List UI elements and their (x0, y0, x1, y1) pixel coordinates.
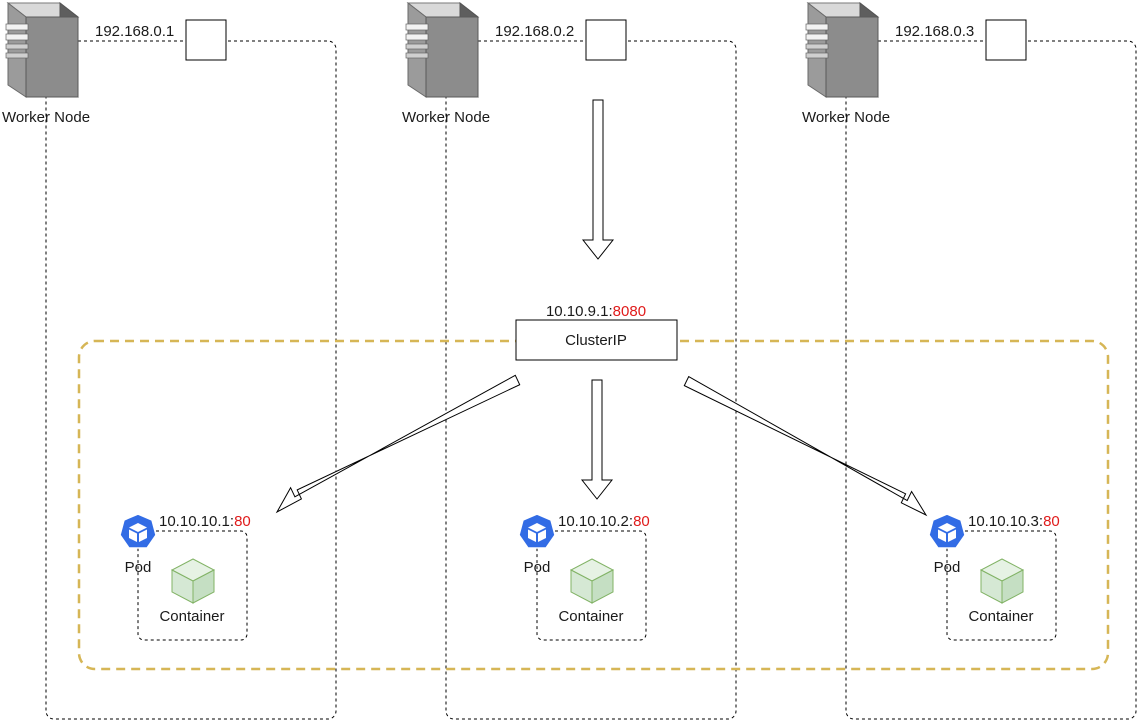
cluster-ip-label: ClusterIP (565, 332, 627, 349)
worker-node-1[interactable]: 192.168.0.1 Worker Node (2, 2, 227, 126)
node-ip: 192.168.0.1 (95, 23, 174, 40)
pod-boundary (137, 530, 248, 641)
worker-node-2[interactable]: 192.168.0.2 Worker Node (402, 2, 627, 126)
pod-1[interactable]: 10.10.10.1:80 Pod Container (119, 513, 251, 641)
server-icon (5, 2, 79, 98)
pod-label: Pod (524, 559, 551, 576)
pod-label: Pod (125, 559, 152, 576)
container-cube-icon (171, 558, 215, 604)
node-label: Worker Node (802, 109, 890, 126)
pod-label: Pod (934, 559, 961, 576)
pod-boundary (946, 530, 1057, 641)
arrow-to-pod-2 (580, 379, 614, 500)
node-label: Worker Node (402, 109, 490, 126)
kubernetes-pod-icon (518, 513, 556, 549)
pod-2[interactable]: 10.10.10.2:80 Pod Container (518, 513, 650, 641)
port-square-icon (185, 19, 227, 61)
server-icon (405, 2, 479, 98)
pod-3[interactable]: 10.10.10.3:80 Pod Container (928, 513, 1060, 641)
container-label: Container (558, 608, 623, 625)
node-ip: 192.168.0.3 (895, 23, 974, 40)
server-icon (805, 2, 879, 98)
pod-ip: 10.10.10.3:80 (968, 513, 1060, 530)
container-label: Container (968, 608, 1033, 625)
node-boundary-1 (45, 40, 337, 720)
container-cube-icon (570, 558, 614, 604)
pod-ip: 10.10.10.2:80 (558, 513, 650, 530)
pod-ip: 10.10.10.1:80 (159, 513, 251, 530)
worker-node-3[interactable]: 192.168.0.3 Worker Node (802, 2, 1027, 126)
node-boundary-2 (445, 40, 737, 720)
container-cube-icon (980, 558, 1024, 604)
node-boundary-3 (845, 40, 1137, 720)
cluster-ip-service[interactable]: 10.10.9.1:8080 ClusterIP (515, 303, 678, 361)
node-label: Worker Node (2, 109, 90, 126)
arrow-to-pod-1 (275, 374, 521, 514)
pod-boundary (536, 530, 647, 641)
kubernetes-pod-icon (119, 513, 157, 549)
arrow-to-pod-3 (683, 375, 928, 517)
port-square-icon (585, 19, 627, 61)
cluster-ip-address: 10.10.9.1:8080 (546, 303, 646, 320)
container-label: Container (159, 608, 224, 625)
cluster-ip-box[interactable] (515, 319, 678, 361)
arrow-incoming (581, 99, 615, 260)
node-ip: 192.168.0.2 (495, 23, 574, 40)
kubernetes-pod-icon (928, 513, 966, 549)
port-square-icon (985, 19, 1027, 61)
